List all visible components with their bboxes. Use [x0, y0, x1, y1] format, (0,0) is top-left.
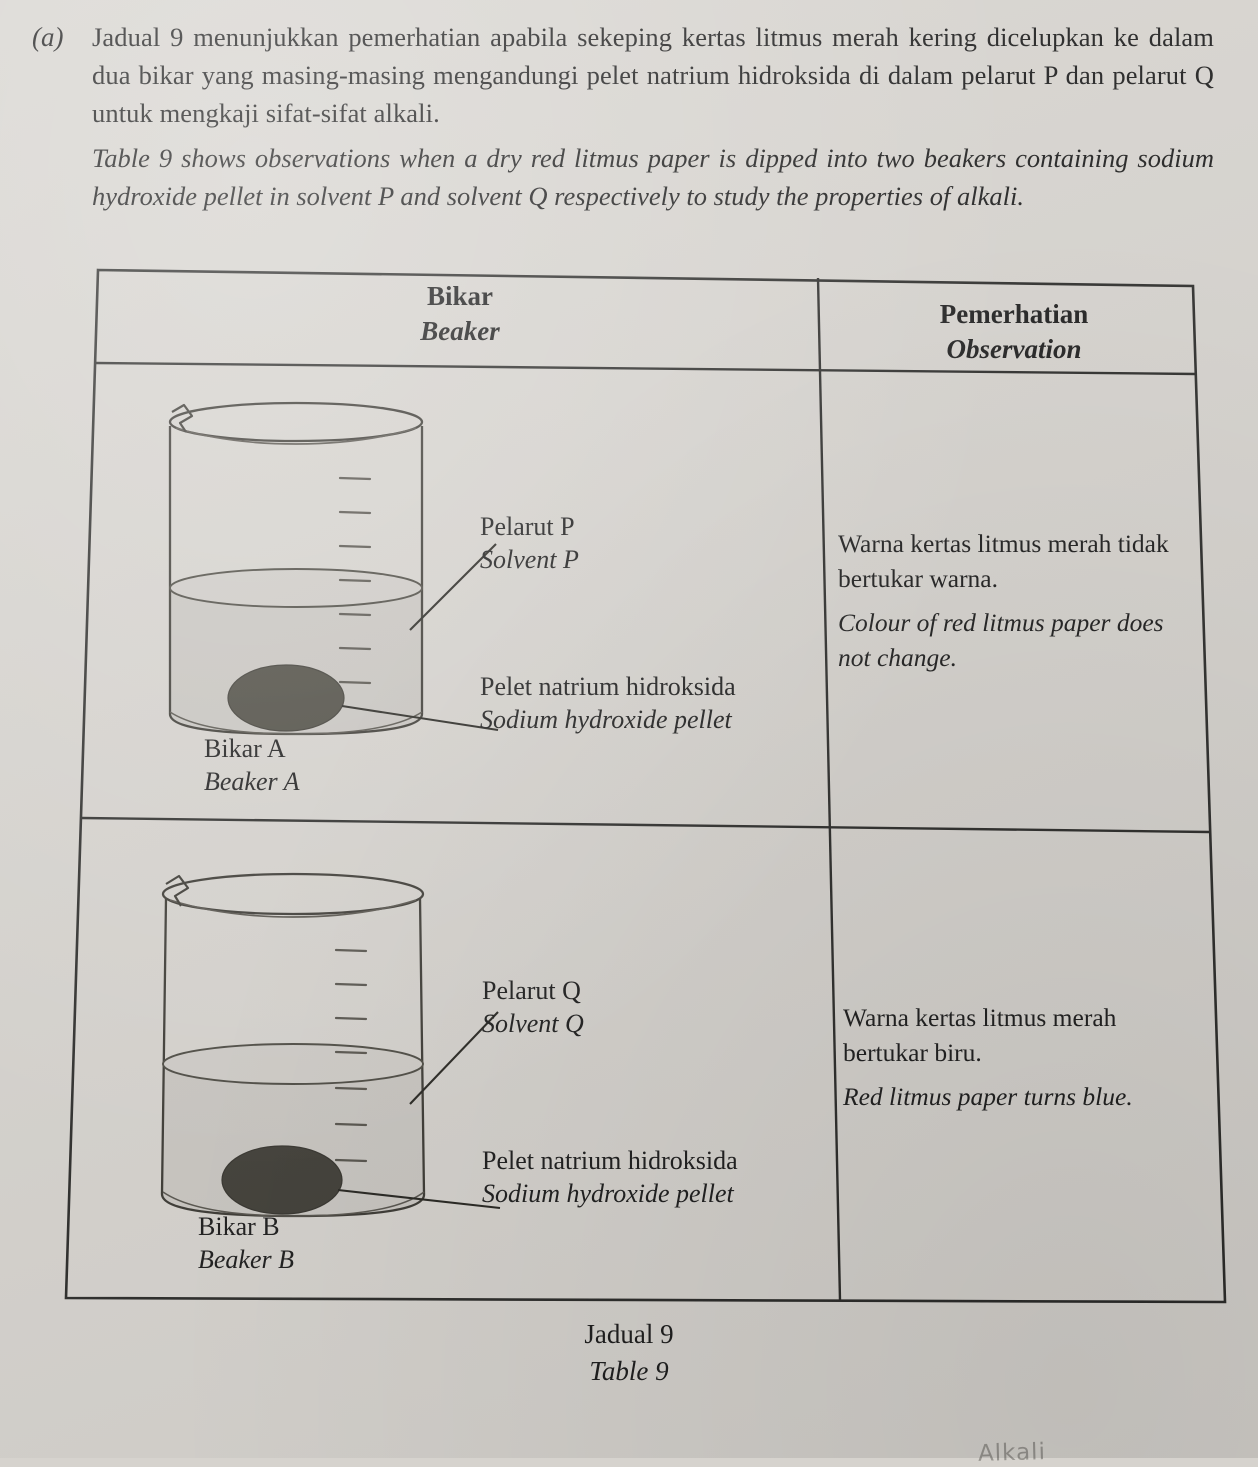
question-stem-malay-row: (a) Jadual 9 menunjukkan pemerhatian apa…: [26, 18, 1214, 215]
header-beaker-english: Beaker: [420, 316, 500, 346]
table-caption-malay: Jadual 9: [584, 1319, 674, 1349]
header-beaker: Bikar Beaker: [110, 280, 810, 349]
observation-2-malay: Warna kertas litmus merah bertukar biru.: [843, 1003, 1117, 1067]
beaker-a-pellet-label: Pelet natrium hidroksida Sodium hydroxid…: [480, 670, 736, 736]
table-9: Bikar Beaker Pemerhatian Observation: [0, 262, 1258, 1467]
header-observation: Pemerhatian Observation: [836, 298, 1192, 367]
beaker-a-liquid-surface: [169, 568, 423, 608]
beaker-b-solvent-label: Pelarut Q Solvent Q: [482, 974, 584, 1040]
question-stem-english: Table 9 shows observations when a dry re…: [92, 143, 1214, 211]
beaker-a-pellet: [227, 664, 345, 732]
beaker-a-pellet-malay: Pelet natrium hidroksida: [480, 672, 736, 701]
beaker-a-pellet-english: Sodium hydroxide pellet: [480, 705, 732, 734]
beaker-a-figure: Pelarut P Solvent P Pelet natrium hidrok…: [118, 382, 878, 802]
beaker-b-pellet-malay: Pelet natrium hidroksida: [482, 1146, 738, 1175]
beaker-a-solvent-malay: Pelarut P: [480, 512, 575, 541]
header-observation-english: Observation: [946, 334, 1082, 364]
beaker-b-figure: Pelarut Q Solvent Q Pelet natrium hidrok…: [110, 852, 890, 1292]
beaker-b-pellet-english: Sodium hydroxide pellet: [482, 1179, 734, 1208]
table-caption-english: Table 9: [589, 1356, 669, 1386]
beaker-b-name-english: Beaker B: [198, 1245, 295, 1274]
beaker-b-pellet-label: Pelet natrium hidroksida Sodium hydroxid…: [482, 1144, 738, 1210]
table-caption: Jadual 9 Table 9: [0, 1316, 1258, 1390]
observation-row-2: Warna kertas litmus merah bertukar biru.…: [843, 1000, 1205, 1467]
beaker-a-solvent-label: Pelarut P Solvent P: [480, 510, 579, 576]
beaker-b-solvent-english: Solvent Q: [482, 1009, 584, 1038]
observation-1-english: Colour of red litmus paper does not chan…: [838, 608, 1164, 672]
question-intro: (a) Jadual 9 menunjukkan pemerhatian apa…: [0, 0, 1258, 215]
beaker-a-name-english: Beaker A: [204, 767, 300, 796]
beaker-a-name: Bikar A Beaker A: [204, 732, 300, 798]
observation-2-english: Red litmus paper turns blue.: [843, 1082, 1133, 1111]
beaker-b-name-malay: Bikar B: [198, 1212, 280, 1241]
handwritten-annotation-alkali: Alkali: [977, 1439, 1047, 1467]
beaker-a-solvent-english: Solvent P: [480, 545, 579, 574]
observation-1-malay: Warna kertas litmus merah tidak bertukar…: [838, 529, 1169, 593]
observation-row-1: Warna kertas litmus merah tidak bertukar…: [838, 526, 1200, 675]
question-marker: (a): [32, 22, 64, 52]
header-observation-malay: Pemerhatian: [939, 299, 1089, 329]
question-stem-body: Jadual 9 menunjukkan pemerhatian apabila…: [92, 18, 1214, 215]
question-stem-malay: Jadual 9 menunjukkan pemerhatian apabila…: [92, 22, 1214, 128]
beaker-b-liquid-surface: [162, 1043, 424, 1085]
beaker-a-name-malay: Bikar A: [204, 734, 286, 763]
beaker-b-name: Bikar B Beaker B: [198, 1210, 294, 1276]
header-beaker-malay: Bikar: [426, 281, 493, 311]
beaker-b-pellet: [221, 1145, 343, 1215]
beaker-b-solvent-malay: Pelarut Q: [482, 976, 581, 1005]
